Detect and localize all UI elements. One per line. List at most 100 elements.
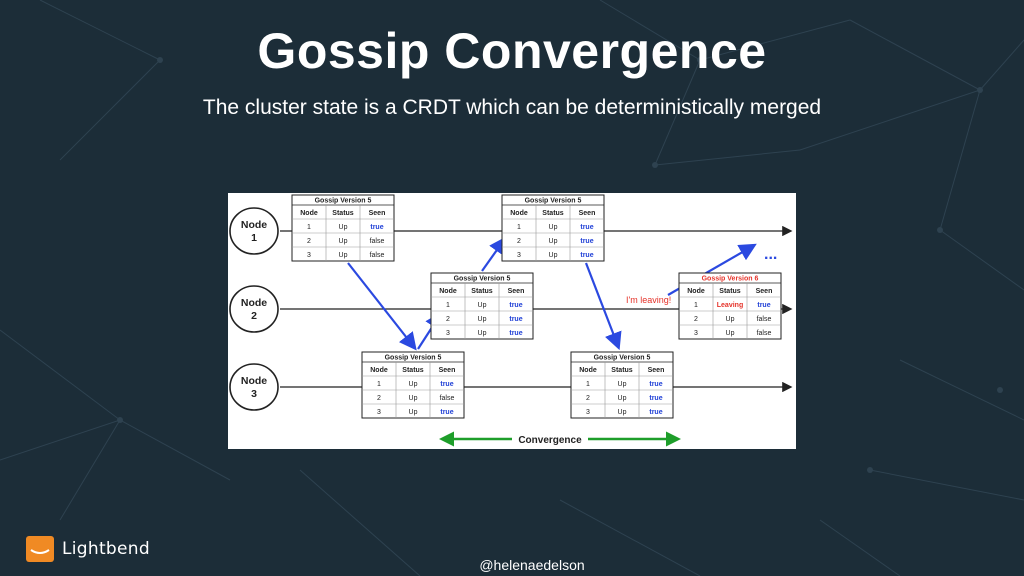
gossip-table-cell: 2 (377, 395, 381, 402)
author-handle: @helenaedelson (479, 557, 585, 573)
gossip-table-cell: 2 (517, 238, 521, 245)
gossip-table-header: Seen (508, 288, 525, 295)
gossip-table-cell: 3 (586, 409, 590, 416)
gossip-table-header: Seen (579, 210, 596, 217)
gossip-table-cell: Up (409, 381, 418, 388)
gossip-table-cell: 1 (377, 381, 381, 388)
gossip-table-header: Node (370, 367, 388, 374)
gossip-arrow-node1-to-node3 (347, 262, 417, 351)
lightbend-logo-icon (26, 536, 54, 562)
gossip-table-cell: true (509, 302, 522, 309)
gossip-table-cell: true (440, 381, 453, 388)
gossip-table-cell: 1 (307, 224, 311, 231)
gossip-table-header: Seen (648, 367, 665, 374)
gossip-table-cell: 3 (377, 409, 381, 416)
gossip-table-header: Node (300, 210, 318, 217)
gossip-table-cell: Up (478, 330, 487, 337)
lightbend-logo-text: Lightbend (62, 539, 150, 559)
gossip-table-cell: false (370, 252, 385, 259)
gossip-table-header: Node (579, 367, 597, 374)
gossip-table-cell: 1 (517, 224, 521, 231)
gossip-table-cell: Up (618, 409, 627, 416)
gossip-table-header: Node (439, 288, 457, 295)
gossip-table-title: Gossip Version 6 (702, 276, 759, 283)
gossip-table-header: Status (471, 288, 493, 295)
gossip-table-cell: 1 (586, 381, 590, 388)
gossip-table-cell: Up (726, 316, 735, 323)
gossip-table-cell: Up (549, 224, 558, 231)
gossip-table-cell: Up (409, 409, 418, 416)
gossip-table-header: Status (542, 210, 564, 217)
gossip-table-cell: Up (339, 252, 348, 259)
gossip-table-cell: 2 (446, 316, 450, 323)
gossip-table-cell: 1 (446, 302, 450, 309)
gossip-table-cell: Up (549, 238, 558, 245)
gossip-table-cell: false (757, 330, 772, 337)
leaving-label: I'm leaving! (626, 295, 671, 305)
gossip-table-cell: false (440, 395, 455, 402)
slide-title: Gossip Convergence (257, 23, 767, 79)
gossip-table-cell: Up (549, 252, 558, 259)
gossip-table-cell: true (757, 302, 770, 309)
gossip-arrow-node1-to-node3-late (584, 262, 622, 351)
gossip-table-cell: Up (339, 238, 348, 245)
gossip-table-header: Status (719, 288, 741, 295)
gossip-table-cell: true (440, 409, 453, 416)
node-label: Node (241, 297, 267, 309)
convergence-label: Convergence (518, 435, 582, 446)
gossip-table-cell: Up (409, 395, 418, 402)
slide-subtitle: The cluster state is a CRDT which can be… (202, 96, 822, 119)
gossip-table-title: Gossip Version 5 (594, 355, 651, 362)
node-number: 3 (251, 388, 257, 400)
node-label: Node (241, 375, 267, 387)
gossip-table-cell: Up (478, 316, 487, 323)
gossip-table-cell: 3 (307, 252, 311, 259)
gossip-table-cell: false (757, 316, 772, 323)
gossip-table-cell: true (509, 316, 522, 323)
gossip-table-header: Status (332, 210, 354, 217)
gossip-table-cell: true (509, 330, 522, 337)
gossip-table-cell: true (580, 238, 593, 245)
more-ellipsis: ... (764, 246, 777, 263)
gossip-table-cell: Up (618, 381, 627, 388)
gossip-table-header: Seen (439, 367, 456, 374)
gossip-table-cell: true (649, 409, 662, 416)
gossip-table-title: Gossip Version 5 (385, 355, 442, 362)
gossip-table-header: Node (510, 210, 528, 217)
gossip-table-cell: 3 (446, 330, 450, 337)
gossip-table-cell: Up (726, 330, 735, 337)
gossip-table-title: Gossip Version 5 (315, 198, 372, 205)
gossip-table-title: Gossip Version 5 (454, 276, 511, 283)
gossip-arrow-node2-to-node1 (481, 236, 507, 272)
gossip-table-cell: Leaving (717, 302, 743, 309)
gossip-table-cell: 3 (517, 252, 521, 259)
gossip-table-cell: 2 (694, 316, 698, 323)
gossip-table-cell: Up (339, 224, 348, 231)
gossip-table-cell: true (370, 224, 383, 231)
gossip-table-cell: Up (618, 395, 627, 402)
gossip-table-header: Status (611, 367, 633, 374)
gossip-table-cell: Up (478, 302, 487, 309)
gossip-table-cell: 2 (307, 238, 311, 245)
node-number: 2 (251, 310, 257, 322)
lightbend-logo: Lightbend (26, 536, 150, 562)
gossip-table-cell: 1 (694, 302, 698, 309)
gossip-table-cell: true (580, 252, 593, 259)
gossip-table-cell: 3 (694, 330, 698, 337)
gossip-table-cell: false (370, 238, 385, 245)
gossip-table-header: Seen (756, 288, 773, 295)
node-number: 1 (251, 232, 257, 244)
gossip-table-cell: 2 (586, 395, 590, 402)
gossip-table-cell: true (649, 395, 662, 402)
node-label: Node (241, 219, 267, 231)
